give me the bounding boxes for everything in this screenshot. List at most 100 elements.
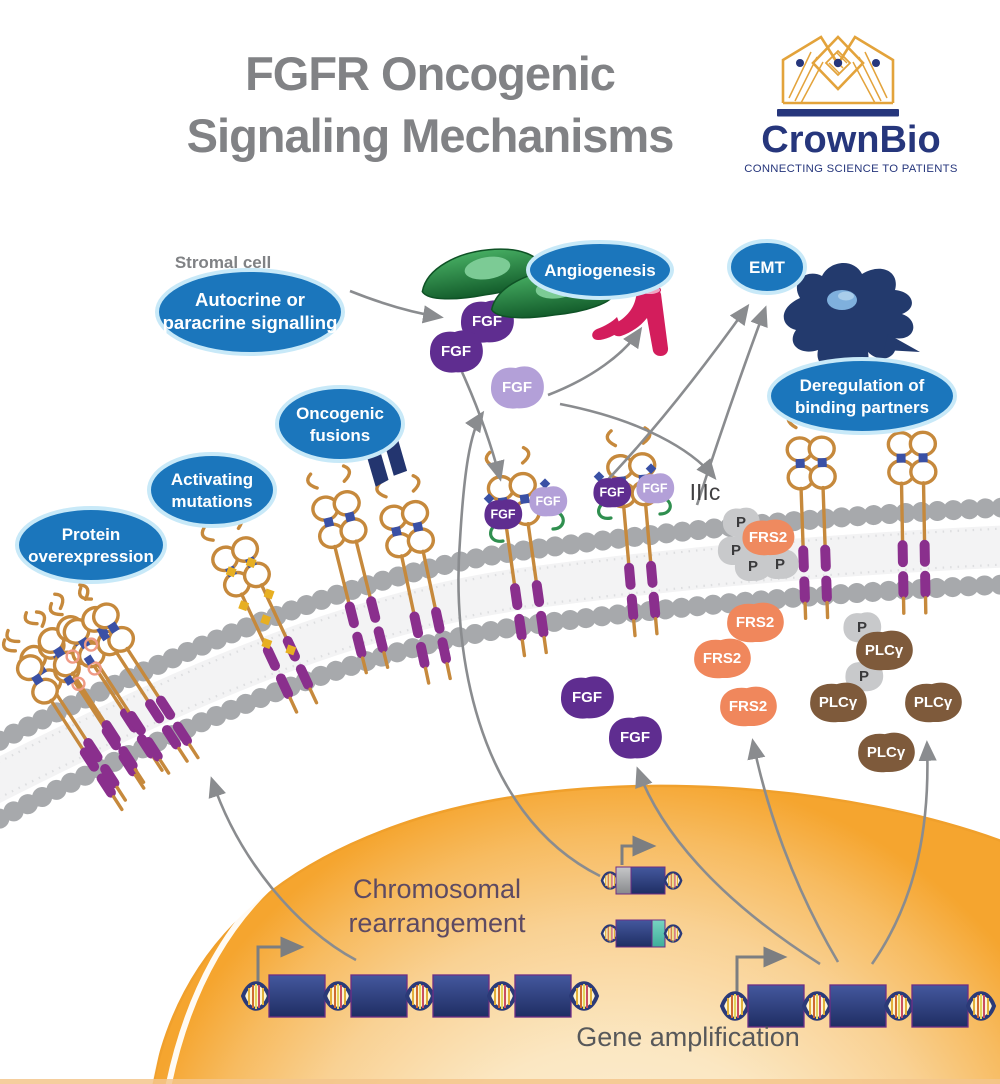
brand-tagline: CONNECTING SCIENCE TO PATIENTS [744, 163, 958, 175]
oval-deregulation-line1: Deregulation of [800, 376, 925, 395]
arrow-to-emt-2 [695, 305, 768, 506]
fgf-blob: FGF [608, 716, 662, 759]
oval-deregulation-line2: binding partners [795, 398, 929, 417]
title-line1: FGFR Oncogenic [245, 47, 615, 100]
arrow-to-angiogenesis [547, 326, 643, 397]
frs2-blob: FRS2 [742, 519, 795, 556]
plc-gamma-blob: PLCγ [810, 682, 867, 723]
frs2-blob: FRS2 [727, 602, 784, 643]
svg-text:PLCγ: PLCγ [914, 694, 953, 711]
oval-protein-overexpression: Protein overexpression [15, 506, 167, 584]
iiic-label: IIIc [690, 479, 721, 505]
phosphate-blob: P [761, 549, 799, 580]
phosphate-blob: P [722, 507, 760, 538]
arrow-amplification-to-frs2 [747, 738, 840, 963]
svg-text:FGF: FGF [502, 379, 532, 396]
chromosomal-rearrangement-dna-1 [600, 835, 683, 895]
svg-text:FRS2: FRS2 [703, 650, 741, 667]
fgf-blob-bound: FGF [593, 477, 632, 508]
svg-text:FGF: FGF [441, 343, 471, 360]
plc-gamma-blob: PLCγ [856, 630, 913, 671]
membrane-outer-leaflet [0, 497, 1000, 752]
frs2-blob: FRS2 [720, 686, 777, 727]
fgf-blob: FGF [429, 330, 483, 373]
frs2-blob: FRS2 [694, 638, 751, 679]
phosphate-blob: P [717, 535, 755, 566]
crownbio-logo: CrownBio CONNECTING SCIENCE TO PATIENTS [744, 35, 958, 175]
oval-emt: EMT [727, 239, 807, 295]
svg-text:PLCγ: PLCγ [867, 744, 906, 761]
signal-arrows [208, 289, 937, 966]
oval-oncogenic-line1: Oncogenic [296, 404, 384, 423]
oval-protein-line1: Protein [62, 525, 121, 544]
arrow-amplification-to-fgf [635, 766, 821, 966]
oval-activating-mutations: Activating mutations [147, 452, 277, 528]
svg-text:FRS2: FRS2 [729, 698, 767, 715]
iiic-binding-loops [489, 497, 672, 543]
oval-angiogenesis-label: Angiogenesis [544, 261, 655, 280]
gene-amplification-left-dna [241, 936, 599, 1018]
chromosomal-rearrangement-label-1: Chromosomal [353, 874, 521, 904]
arrow-fgf-to-receptor [460, 371, 505, 482]
oval-angiogenesis: Angiogenesis [526, 240, 674, 300]
arrow-amplification-to-receptors [208, 776, 357, 962]
fgf-blob: FGF [490, 366, 544, 409]
chromosomal-rearrangement-dna-2 [600, 919, 683, 948]
oval-activating-line1: Activating [171, 470, 253, 489]
svg-text:FGF: FGF [643, 482, 668, 496]
svg-text:PLCγ: PLCγ [819, 694, 858, 711]
oval-activating-line2: mutations [171, 492, 252, 511]
page-title: FGFR Oncogenic Signaling Mechanisms [187, 47, 675, 162]
svg-text:P: P [748, 558, 758, 575]
cell-rim-highlight [165, 857, 304, 1084]
chromosomal-rearrangement-label-2: rearrangement [348, 908, 526, 938]
svg-text:P: P [736, 514, 746, 531]
fgf-blob-bound: FGF [636, 473, 675, 504]
stromal-cell-label: Stromal cell [175, 253, 271, 272]
cell-rim-highlight-2 [149, 944, 190, 1084]
svg-text:FRS2: FRS2 [749, 529, 787, 546]
emt-cell [783, 262, 920, 380]
arrow-to-emt-1 [597, 303, 750, 491]
arrow-rearrangement-to-fgf [457, 410, 601, 878]
gene-amplification-label: Gene amplification [576, 1022, 800, 1052]
svg-text:P: P [775, 556, 785, 573]
fgf-ligands: FGF FGF FGF FGF FGF FGF FGF FGF FGF [429, 300, 675, 759]
svg-text:FGF: FGF [536, 495, 561, 509]
oval-oncogenic-line2: fusions [310, 426, 370, 445]
arrow-amplification-to-plc [870, 740, 937, 965]
svg-text:P: P [859, 668, 869, 685]
phosphate-blob: P [843, 612, 882, 643]
frs2-phospho-complex: P P P P FRS2 [717, 507, 799, 582]
svg-text:FRS2: FRS2 [736, 614, 774, 631]
phosphate-blob: P [845, 661, 884, 692]
receptor-cluster-overexpression [0, 576, 211, 818]
gene-amplification-right-dna [720, 946, 996, 1028]
svg-text:P: P [857, 619, 867, 636]
svg-text:FGF: FGF [472, 313, 502, 330]
svg-text:P: P [731, 542, 741, 559]
svg-text:FGF: FGF [600, 486, 625, 500]
title-line2: Signaling Mechanisms [187, 109, 674, 162]
svg-text:FGF: FGF [572, 689, 602, 706]
bottom-edge-line [0, 1079, 1000, 1084]
phosphate-blob: P [734, 551, 772, 582]
oval-emt-label: EMT [749, 258, 786, 277]
oval-oncogenic-fusions: Oncogenic fusions [275, 385, 405, 463]
svg-text:FGF: FGF [491, 508, 516, 522]
oval-autocrine-line2: paracrine signalling [163, 312, 338, 333]
oval-protein-line2: overexpression [28, 547, 154, 566]
plc-gamma-blob: PLCγ [858, 732, 915, 773]
oval-autocrine: Autocrine or paracrine signalling [155, 268, 345, 356]
svg-text:FGF: FGF [620, 729, 650, 746]
arrow-stromal-to-fgf [349, 289, 444, 324]
svg-text:PLCγ: PLCγ [865, 642, 904, 659]
plc-gamma-blob: PLCγ [905, 682, 962, 723]
arrow-fgf-to-iiic [559, 402, 717, 481]
fgf-blob: FGF [460, 300, 514, 343]
fgf-blob-bound: FGF [484, 499, 523, 530]
fgf-blob-bound: FGF [529, 486, 568, 517]
receptor-activating-mutations [198, 511, 328, 718]
fgf-blob: FGF [560, 676, 614, 719]
